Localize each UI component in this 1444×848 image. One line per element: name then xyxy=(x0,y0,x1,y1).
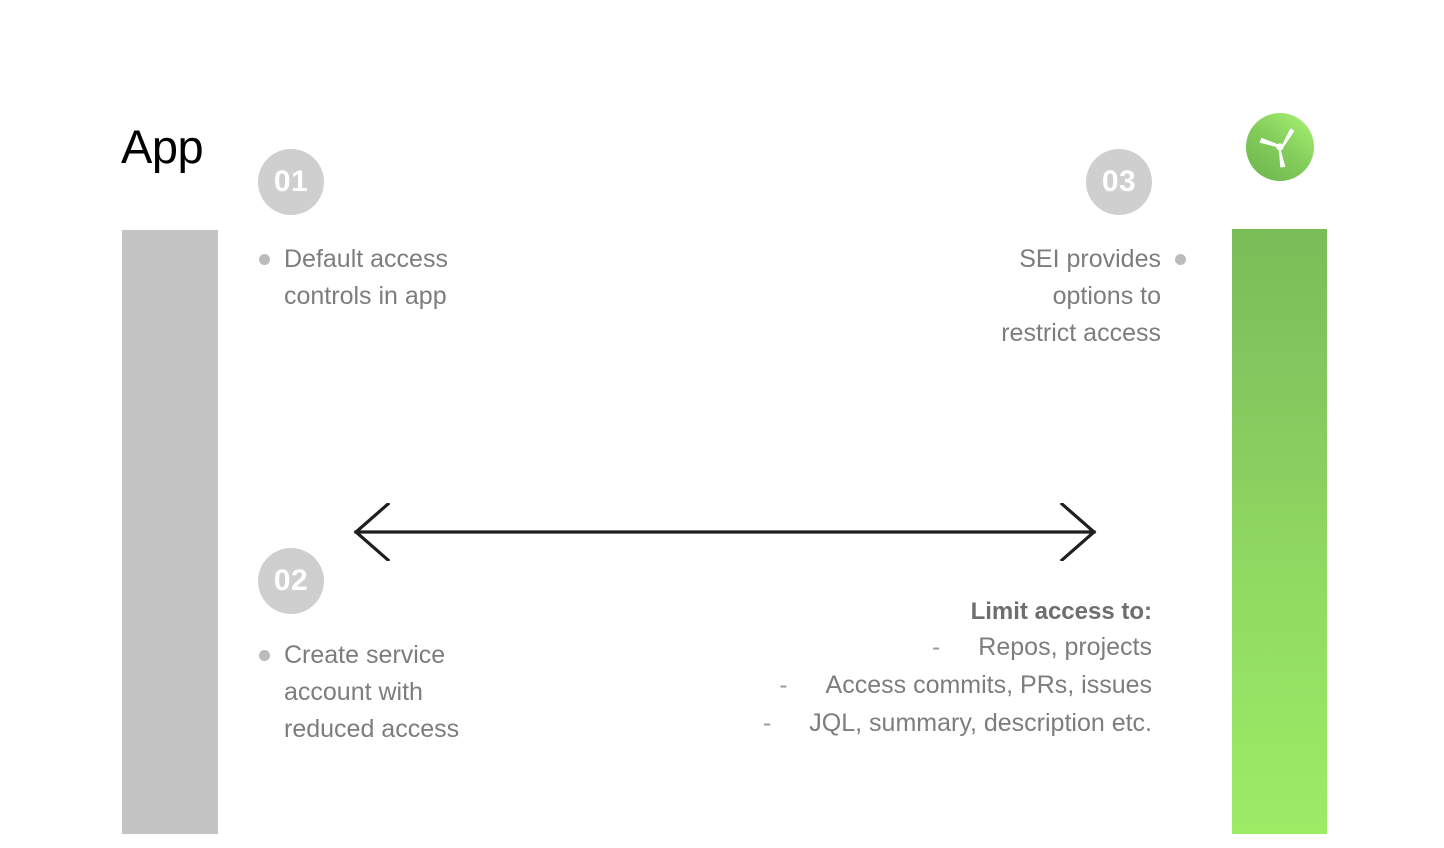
limit-access-item: - Repos, projects xyxy=(660,628,1152,666)
app-side-bar xyxy=(122,230,218,834)
limit-access-heading: Limit access to: xyxy=(970,598,1152,625)
double-headed-arrow-icon xyxy=(350,503,1100,561)
limit-access-item-label-3: JQL, summary, description etc. xyxy=(809,709,1152,737)
bullet-dot-icon xyxy=(259,254,270,265)
list-dash-icon: - xyxy=(931,633,941,661)
step-badge-01: 01 xyxy=(258,149,324,215)
page-title: App xyxy=(121,120,204,173)
step-text-02: Create service account with reduced acce… xyxy=(259,637,459,748)
list-dash-icon: - xyxy=(762,709,772,737)
bullet-dot-icon xyxy=(259,650,270,661)
step-badge-02: 02 xyxy=(258,548,324,614)
limit-access-list: Limit access to: - Repos, projects - Acc… xyxy=(660,595,1152,742)
step-01-line-2: controls in app xyxy=(284,282,447,310)
propeller-logo-icon xyxy=(1245,112,1315,182)
limit-access-item-label-1: Repos, projects xyxy=(978,633,1152,661)
step-02-line-3: reduced access xyxy=(284,715,460,743)
step-02-line-1: Create service xyxy=(284,641,446,669)
step-03-line-1: SEI provides xyxy=(1019,245,1161,273)
bullet-dot-icon xyxy=(1175,254,1186,265)
sei-side-bar xyxy=(1232,229,1327,834)
limit-access-item-label-2: Access commits, PRs, issues xyxy=(825,671,1152,699)
step-02-line-2: account with xyxy=(284,678,423,706)
step-text-03: SEI provides options to restrict access xyxy=(941,241,1186,352)
step-01-line-1: Default access xyxy=(284,245,448,273)
step-03-line-2: options to xyxy=(1052,282,1161,310)
list-dash-icon: - xyxy=(779,671,788,699)
limit-access-item: - Access commits, PRs, issues xyxy=(660,666,1152,704)
step-text-01: Default access controls in app xyxy=(259,241,448,315)
step-03-line-3: restrict access xyxy=(1001,319,1161,347)
step-badge-03: 03 xyxy=(1086,149,1152,215)
limit-access-item: - JQL, summary, description etc. xyxy=(660,704,1152,742)
